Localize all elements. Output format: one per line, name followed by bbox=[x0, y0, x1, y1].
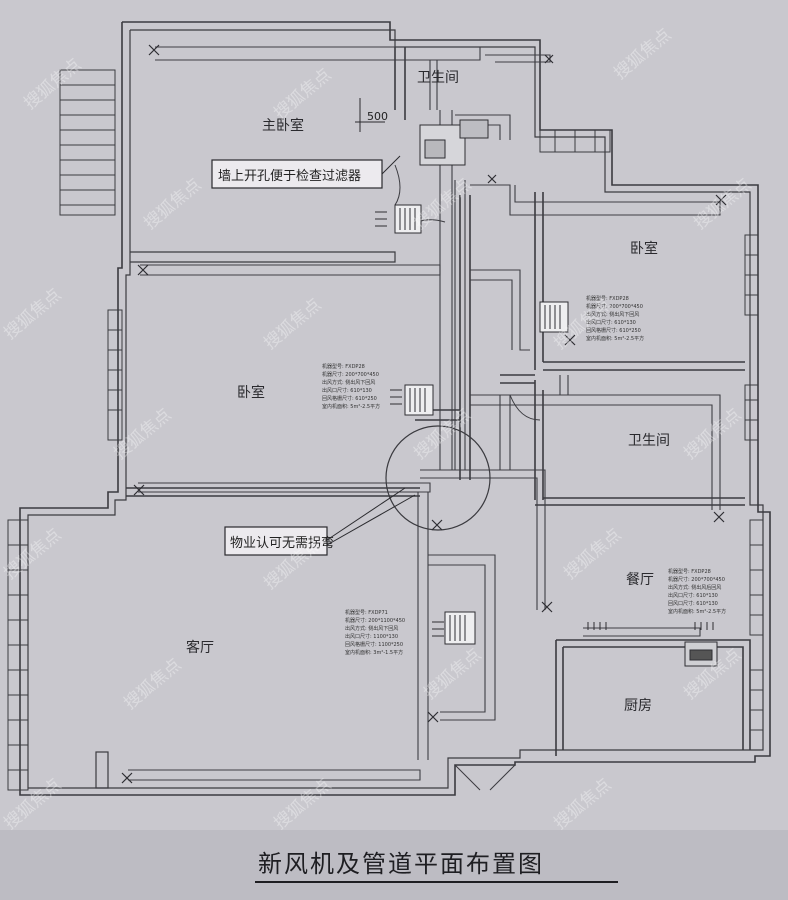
note-property-approval: 物业认可无需拐弯 bbox=[230, 535, 334, 551]
spec-line: 机器型号: FXDP28 bbox=[586, 295, 629, 302]
note-box-filter bbox=[211, 159, 383, 189]
spec-line: 机器型号: FXDP28 bbox=[322, 363, 365, 370]
room-label-bathroom-top: 卫生间 bbox=[417, 70, 459, 86]
spec-line: 室内机面积: 5m²-2.5平方 bbox=[586, 335, 644, 342]
spec-line: 出风口尺寸: 1100*130 bbox=[345, 633, 398, 640]
room-label-bedroom-right: 卧室 bbox=[630, 240, 658, 257]
room-label-bedroom-left: 卧室 bbox=[237, 384, 265, 401]
spec-line: 室内机面积: 5m²-2.5平方 bbox=[668, 608, 726, 615]
highlight-circle bbox=[385, 425, 491, 531]
spec-line: 出风方式: 侧出风下回风 bbox=[345, 625, 398, 632]
spec-line: 出风方式: 侧出风下回风 bbox=[586, 311, 639, 318]
dimension-marker bbox=[355, 98, 385, 132]
room-label-master-bedroom: 主卧室 bbox=[262, 117, 304, 134]
spec-line: 机器尺寸: 200*700*450 bbox=[586, 303, 643, 310]
spec-line: 出风口尺寸: 610*130 bbox=[668, 592, 718, 599]
spec-line: 机器尺寸: 200*1100*450 bbox=[345, 617, 405, 624]
spec-line: 室内机面积: 5m²-2.5平方 bbox=[322, 403, 380, 410]
room-label-dining: 餐厅 bbox=[626, 572, 654, 588]
spec-block-bedroom-left: 机器型号: FXDP28 机器尺寸: 200*700*450 出风方式: 侧出风… bbox=[322, 363, 380, 410]
dimension-label: 500 bbox=[367, 110, 388, 123]
diffusers bbox=[121, 44, 727, 784]
spec-line: 机器尺寸: 200*700*450 bbox=[668, 576, 725, 583]
spec-line: 出风口尺寸: 610*130 bbox=[586, 319, 636, 326]
spec-line: 机器尺寸: 200*700*450 bbox=[322, 371, 379, 378]
spec-line: 回风格栅尺寸: 610*250 bbox=[586, 327, 641, 334]
note-filter-access: 墙上开孔便于检查过滤器 bbox=[218, 169, 361, 184]
spec-line: 机器型号: FXDP28 bbox=[668, 568, 711, 575]
spec-line: 出风方式: 侧出风后回风 bbox=[668, 584, 721, 591]
drawing-title: 新风机及管道平面布置图 bbox=[258, 850, 544, 878]
room-label-kitchen: 厨房 bbox=[624, 698, 652, 714]
airflow-arrows bbox=[375, 211, 714, 637]
spec-line: 机器型号: FXDP71 bbox=[345, 609, 388, 616]
spec-line: 出风方式: 侧出风下回风 bbox=[322, 379, 375, 386]
note-box-property bbox=[224, 526, 328, 556]
spec-line: 回风口尺寸: 610*130 bbox=[668, 600, 718, 607]
ahu-units bbox=[394, 119, 718, 667]
windows bbox=[7, 69, 764, 791]
room-label-living: 客厅 bbox=[186, 639, 214, 656]
paper-shadow bbox=[0, 830, 788, 900]
spec-line: 回风格栅尺寸: 610*250 bbox=[322, 395, 377, 402]
spec-block-dining: 机器型号: FXDP28 机器尺寸: 200*700*450 出风方式: 侧出风… bbox=[668, 568, 726, 615]
room-label-bathroom-right: 卫生间 bbox=[628, 433, 670, 449]
spec-block-living: 机器型号: FXDP71 机器尺寸: 200*1100*450 出风方式: 侧出… bbox=[345, 609, 405, 656]
spec-line: 室内机面积: 3m²-1.5平方 bbox=[345, 649, 403, 656]
spec-block-bedroom-right: 机器型号: FXDP28 机器尺寸: 200*700*450 出风方式: 侧出风… bbox=[586, 295, 644, 342]
spec-line: 出风口尺寸: 610*130 bbox=[322, 387, 372, 394]
spec-line: 回风格栅尺寸: 1100*250 bbox=[345, 641, 403, 648]
